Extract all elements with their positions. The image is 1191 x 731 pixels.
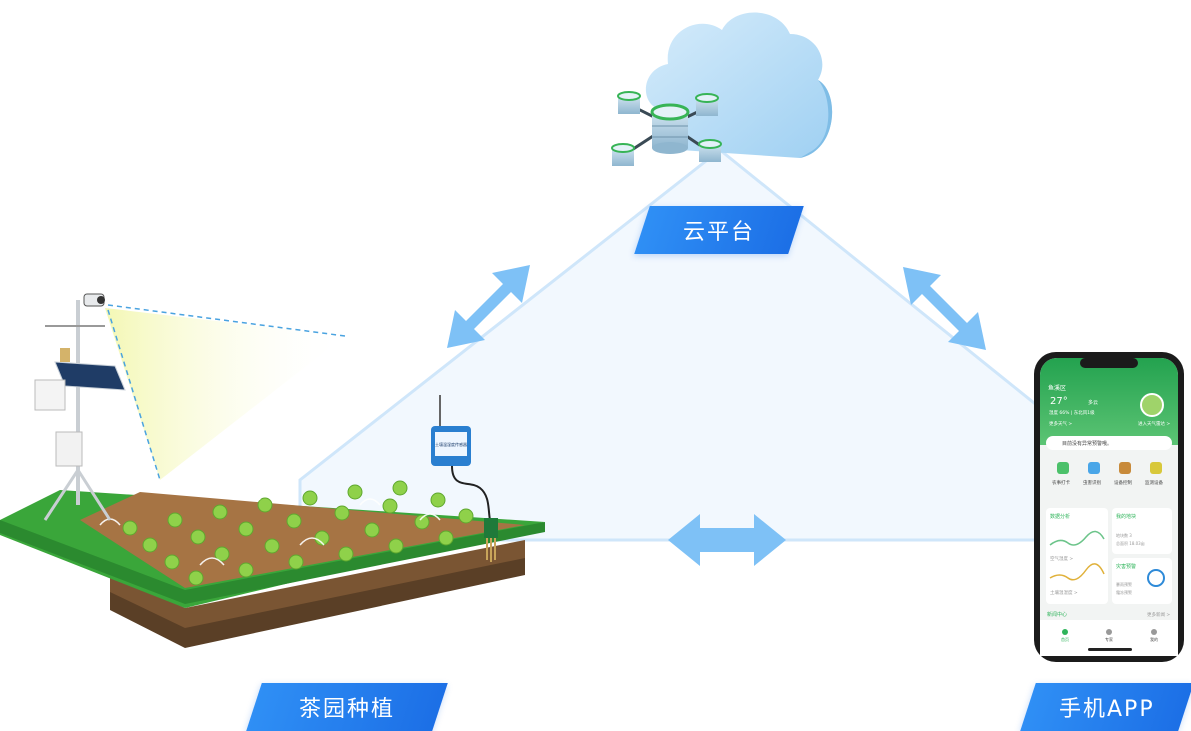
weather-station-icon [34,293,346,521]
phone-location: 鱼溪区 [1048,385,1067,392]
server-node [698,139,722,162]
label-app-text: 手机APP [1059,697,1155,722]
server-main [650,103,690,154]
card-plots-title[interactable]: 我的地块 [1116,514,1137,520]
label-garden-text: 茶园种植 [298,697,395,722]
card-plots-row: 总面积 18.03亩 [1116,541,1145,546]
quick-action-icons [1057,462,1162,474]
server-cluster-icon [611,91,722,166]
nav-item-mine[interactable]: 我的 [1150,637,1158,642]
label-mobile-app: 手机APP [1020,683,1191,731]
quick-action-label[interactable]: 农事打卡 [1052,481,1070,486]
phone-more-weather[interactable]: 更多天气 > [1049,422,1073,427]
phone-humidity: 湿度 66% | 东北风1级 [1049,411,1095,416]
server-node [695,93,719,116]
tea-garden-field [0,480,545,648]
card-data-title[interactable]: 数据分析 [1050,514,1071,520]
card-warning-row: 暴雨预警 [1116,582,1132,587]
quick-action-label[interactable]: 设备控制 [1114,481,1132,486]
card-warning-title[interactable]: 灾害预警 [1116,564,1137,570]
crop-rows [122,480,474,586]
card-data-row: 空气湿度 > [1050,557,1074,562]
arrow-cloud-app [903,267,986,350]
soil-sensor-device-icon [431,395,498,562]
arrow-garden-cloud [447,265,530,348]
card-data-row: 土壤温湿度 > [1050,591,1078,596]
card-warning-row: 霜冻预警 [1116,590,1132,595]
quick-action-label[interactable]: 虫害识别 [1083,481,1101,486]
nav-item-home[interactable]: 首页 [1061,637,1069,642]
server-node [617,91,641,114]
phone-temperature: 27° [1050,396,1068,407]
quick-action-label[interactable]: 监测设备 [1145,481,1163,486]
cloud-icon [645,12,833,158]
card-plots-row: 地块数 3 [1116,533,1132,538]
phone-weather-link[interactable]: 进入天气雷达 > [1138,422,1171,427]
server-node [611,143,635,166]
arrow-garden-app [668,514,786,566]
phone-alert: 目前没有异常预警哦。 [1062,441,1113,447]
news-title[interactable]: 新闻中心 [1047,612,1068,618]
label-tea-garden: 茶园种植 [246,683,448,731]
label-cloud-text: 云平台 [682,220,755,245]
device-screen-title: 土壤温湿度传感器 [435,441,467,447]
label-cloud-platform: 云平台 [634,206,804,254]
smartphone-icon [1034,352,1184,662]
phone-weather: 多云 [1088,400,1099,406]
news-more[interactable]: 更多新闻 > [1147,613,1171,618]
nav-item-expert[interactable]: 专家 [1105,637,1113,642]
